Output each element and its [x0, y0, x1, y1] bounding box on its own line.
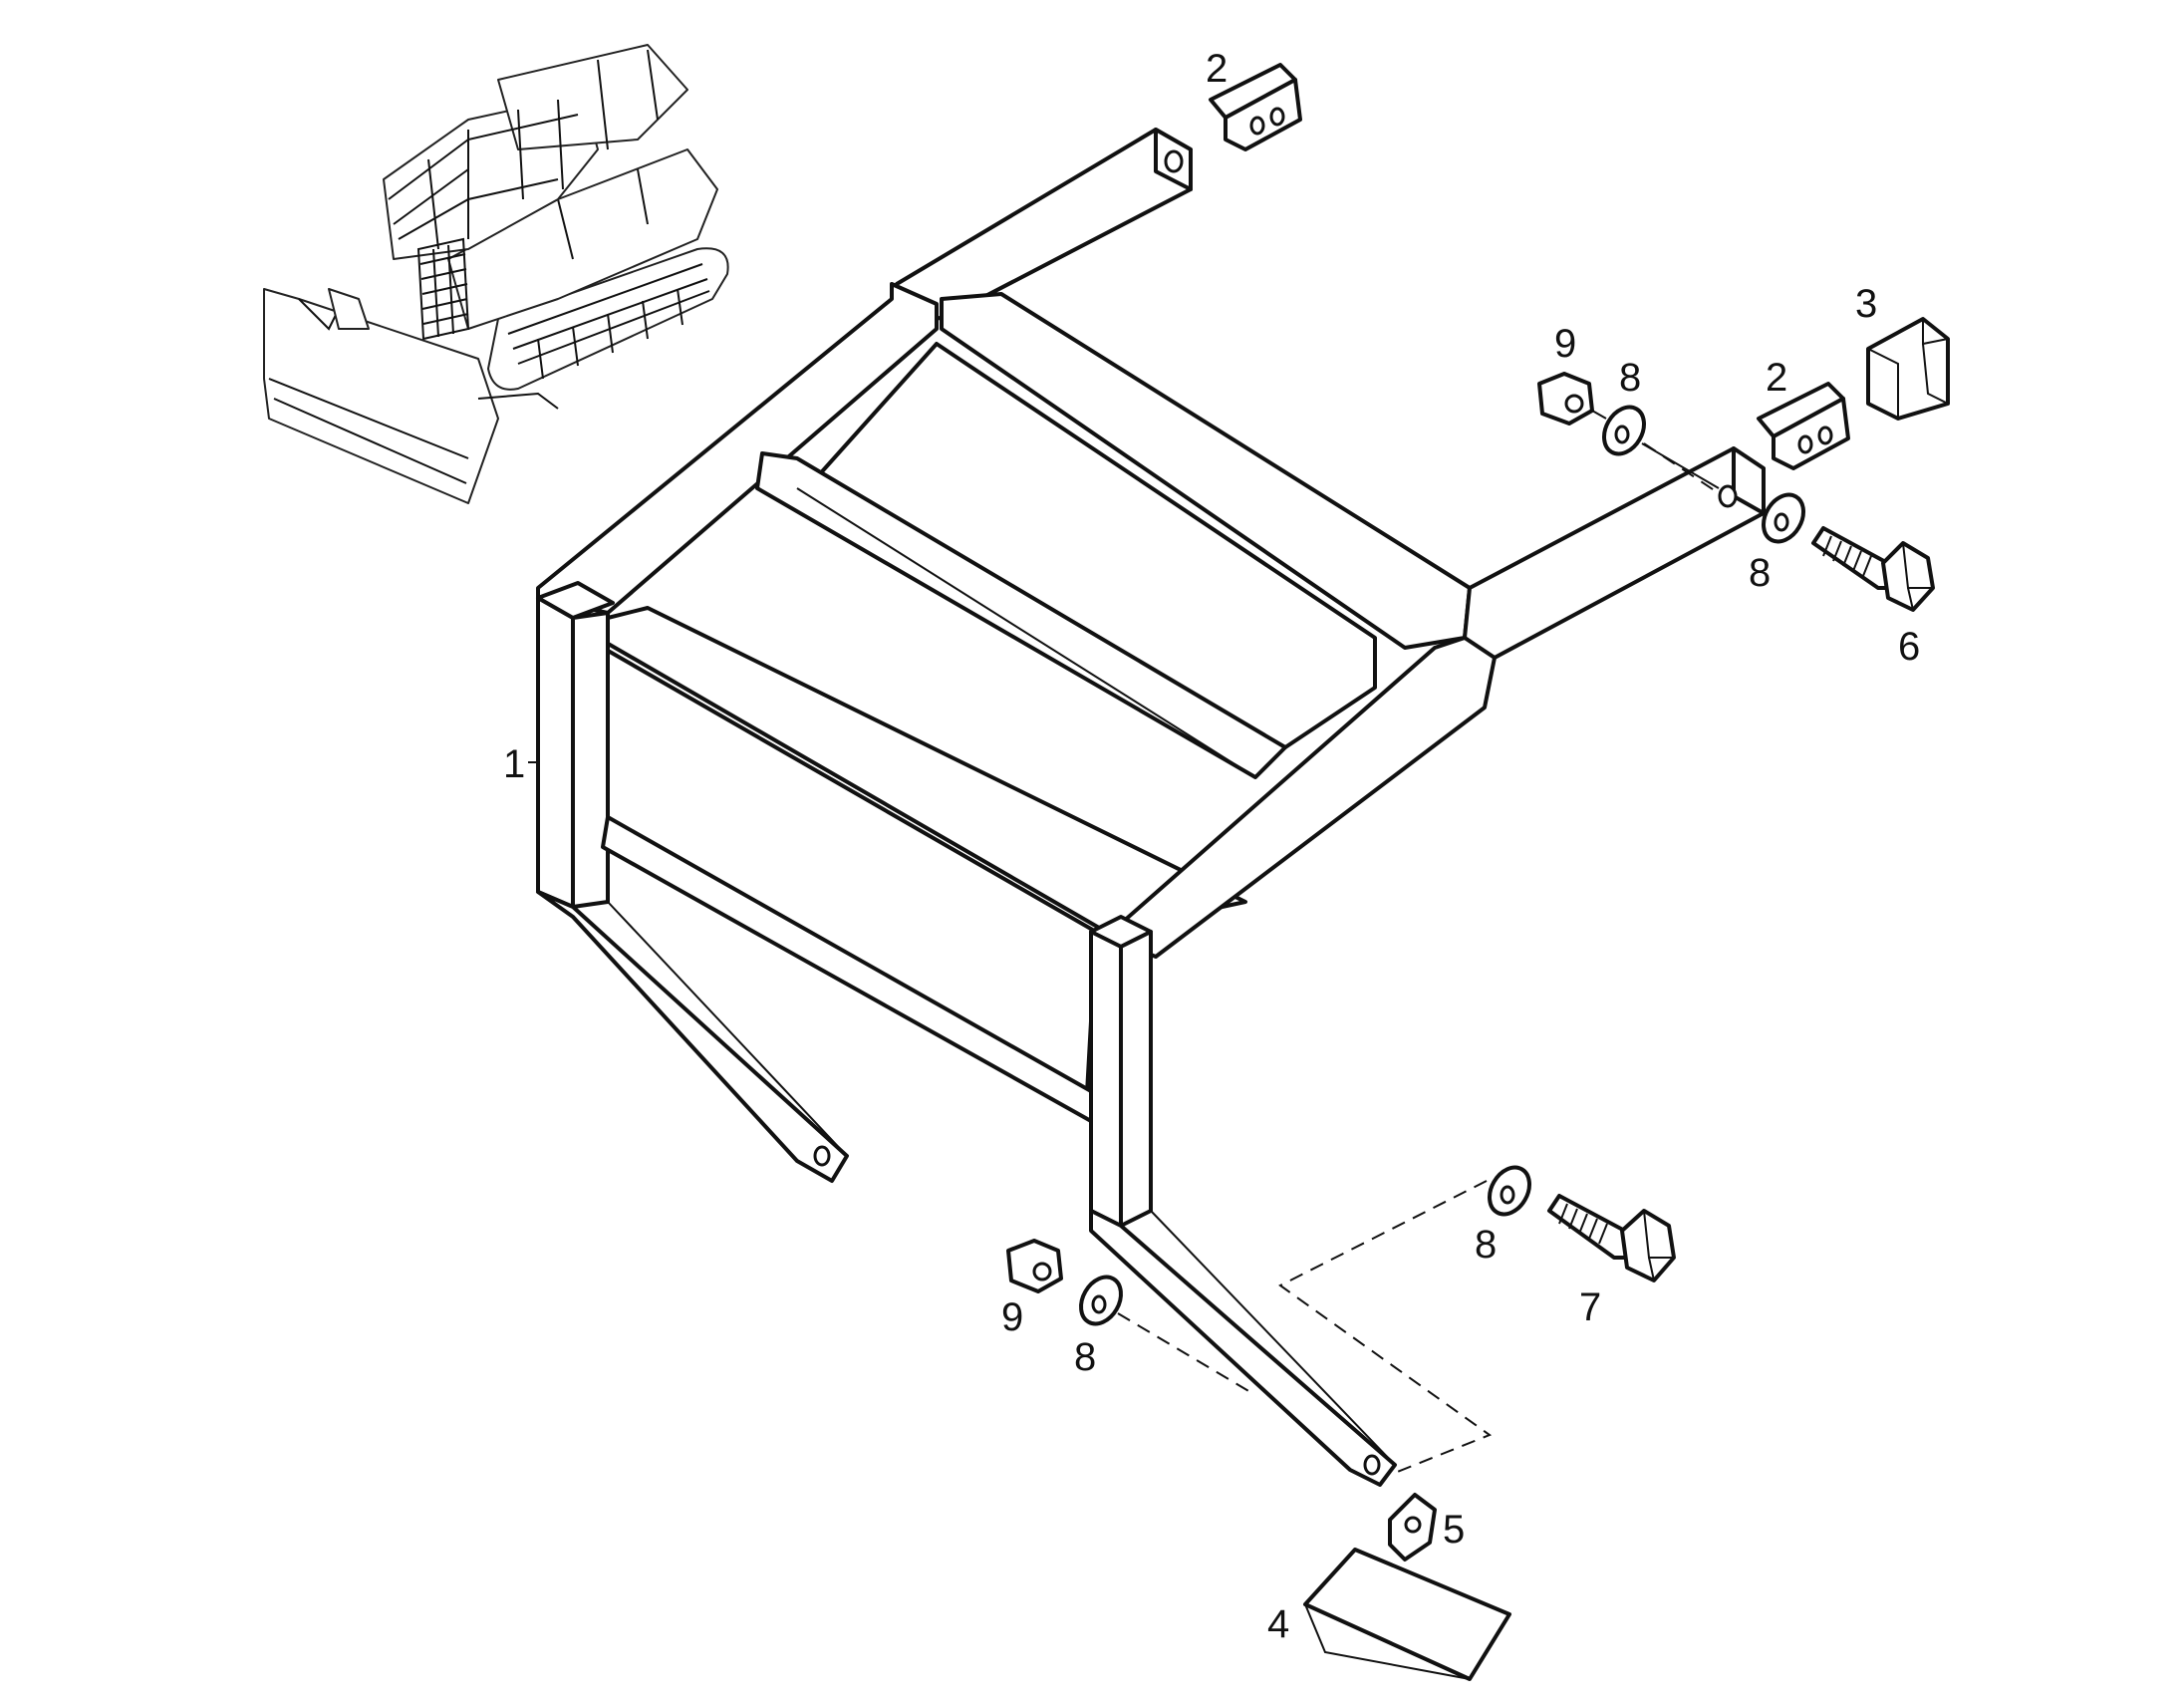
- bracket-right: [1757, 382, 1850, 470]
- guard-frame: [536, 128, 1766, 1487]
- washer-8-lower-right: [1488, 1165, 1531, 1217]
- callout-washer-lower-right: 8: [1475, 1223, 1497, 1267]
- callout-square-nut: 5: [1443, 1508, 1465, 1552]
- callout-frame: 1: [503, 742, 525, 786]
- bolt-7: [1547, 1194, 1676, 1282]
- callout-nut-lower: 9: [1001, 1295, 1023, 1339]
- callout-washer-lower-left: 8: [1074, 1335, 1096, 1379]
- callout-washer-upper-right: 8: [1749, 551, 1771, 595]
- callout-nut-upper: 9: [1554, 322, 1576, 366]
- washer-8-lower-left: [1079, 1275, 1123, 1326]
- bolt-6: [1811, 526, 1935, 612]
- assembly-line-lower-left: [1117, 1312, 1256, 1396]
- assembly-line-upper-washer: [1643, 442, 1720, 494]
- dozer-inset-illustration: [263, 44, 729, 504]
- callout-bracket-top: 2: [1206, 47, 1228, 91]
- cap-3: [1866, 317, 1950, 421]
- square-nut-5: [1388, 1493, 1437, 1562]
- callout-cap: 3: [1855, 282, 1877, 326]
- callout-washer-upper-left: 8: [1619, 356, 1641, 400]
- callouts: 1 2 2 3 9 8 8 6 8 7 9 8 5 4: [503, 47, 1920, 1646]
- callout-bolt-upper: 6: [1898, 625, 1920, 669]
- callout-bracket-right: 2: [1766, 356, 1787, 400]
- nut-9-upper: [1537, 372, 1594, 426]
- washer-8-upper-right: [1762, 492, 1805, 544]
- assembly-line-lower-bolt: [1278, 1180, 1493, 1474]
- nut-9-lower: [1006, 1239, 1063, 1293]
- bracket-top: [1209, 63, 1302, 151]
- callout-wedge: 4: [1267, 1602, 1289, 1646]
- washer-8-upper-left: [1602, 405, 1646, 456]
- wedge-4: [1303, 1548, 1511, 1681]
- callout-bolt-lower: 7: [1579, 1285, 1601, 1329]
